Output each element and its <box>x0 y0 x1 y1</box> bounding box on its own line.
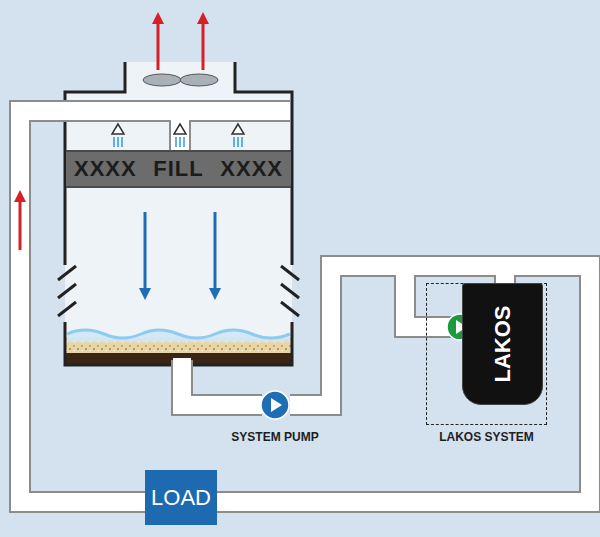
pipe-connector <box>290 266 426 405</box>
connector-head-line <box>217 266 590 502</box>
separator-vessel: LAKOS <box>462 283 543 405</box>
water-surface <box>67 330 290 338</box>
pipe-outline <box>20 111 590 502</box>
connector-head-line <box>290 266 426 405</box>
fill-label: XXXX <box>220 156 283 182</box>
node-label: LAKOS SYSTEM <box>426 430 547 444</box>
fill-label: FILL <box>153 156 203 182</box>
water-arrow <box>214 212 217 294</box>
fill-band: XXXX FILL XXXX <box>66 150 291 188</box>
node-label: SYSTEM PUMP <box>228 430 322 444</box>
spray-nozzles <box>112 124 244 134</box>
vessel-label: LAKOS <box>490 306 516 383</box>
louvers <box>58 266 299 316</box>
load-box: LOAD <box>145 470 217 525</box>
pipe-connector <box>217 266 590 502</box>
air-arrow <box>157 18 160 70</box>
basin-pipe <box>182 358 262 405</box>
pump-symbol: SYSTEM PUMP <box>228 390 322 446</box>
water-arrow <box>144 212 147 294</box>
pump-triangle <box>271 398 282 412</box>
flow-arrow <box>19 196 22 250</box>
water <box>67 330 290 342</box>
pump-body <box>261 391 289 419</box>
system-enclosure: LAKOS SYSTEM LAKOS <box>426 283 547 443</box>
node-label: LOAD <box>151 485 211 511</box>
pipe-connector <box>290 266 426 405</box>
fill-label: XXXX <box>74 156 137 182</box>
pipe-interior <box>20 111 590 502</box>
pump-circle <box>260 390 290 420</box>
air-arrow <box>202 18 205 70</box>
fan <box>143 74 218 86</box>
pipe-connector <box>217 266 590 502</box>
connector-heads <box>20 111 590 502</box>
spray <box>114 137 242 147</box>
